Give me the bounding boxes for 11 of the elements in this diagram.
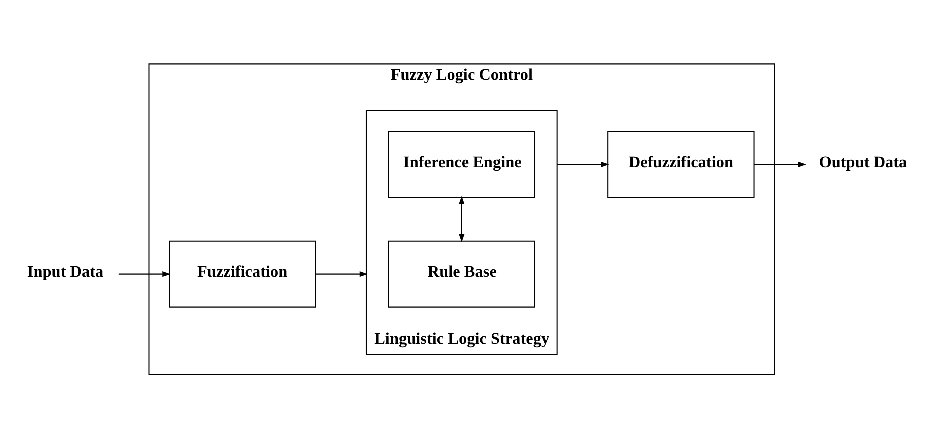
arrow (316, 270, 368, 277)
arrow (118, 270, 171, 277)
arrow (459, 196, 465, 242)
node-box: Fuzzification (169, 240, 316, 308)
node-text: Output Data (819, 153, 908, 172)
node-box: Inference Engine (388, 130, 536, 198)
node-text: Input Data (27, 262, 104, 281)
node-box: Defuzzification (608, 130, 755, 198)
node-box: Rule Base (388, 240, 536, 308)
arrow (754, 161, 807, 168)
arrow (557, 161, 610, 168)
